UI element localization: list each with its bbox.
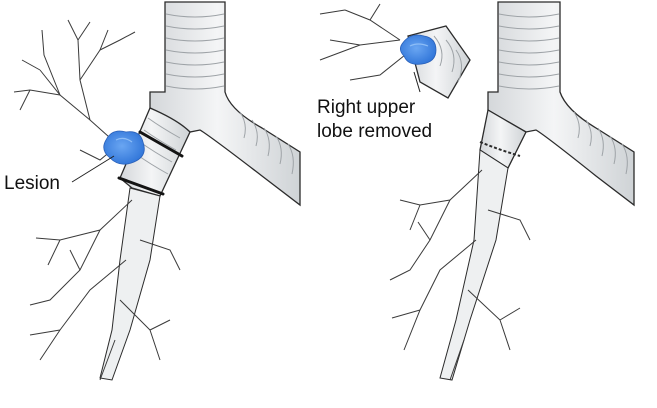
lesion-leader-line: [71, 155, 115, 183]
trachea-left-panel: [149, 1, 301, 207]
trachea-right-panel: [487, 1, 635, 207]
before-panel: [13, 1, 301, 381]
lesion-label: Lesion: [4, 173, 60, 194]
right-bronchus-left-panel: [99, 107, 191, 381]
resection-cut-lines: [117, 130, 184, 196]
removed-lobe-label-line2: lobe removed: [317, 121, 433, 142]
lower-lobe-branches-right-panel: [389, 169, 531, 381]
after-panel: [319, 1, 635, 381]
removed-lobe-segment: [319, 3, 471, 99]
anastomosis-suture-line: [479, 141, 521, 157]
right-upper-lobe-branches: [13, 19, 136, 161]
upper-cut-line: [138, 130, 184, 158]
lower-cut-line: [117, 176, 165, 196]
removed-lobe-label-line1: Right upper: [317, 97, 416, 118]
lower-lobe-branches-left-panel: [29, 199, 181, 381]
reconnected-bronchus: [439, 108, 527, 381]
lesion-mass: [103, 130, 145, 165]
removed-leader-line: [413, 71, 421, 93]
